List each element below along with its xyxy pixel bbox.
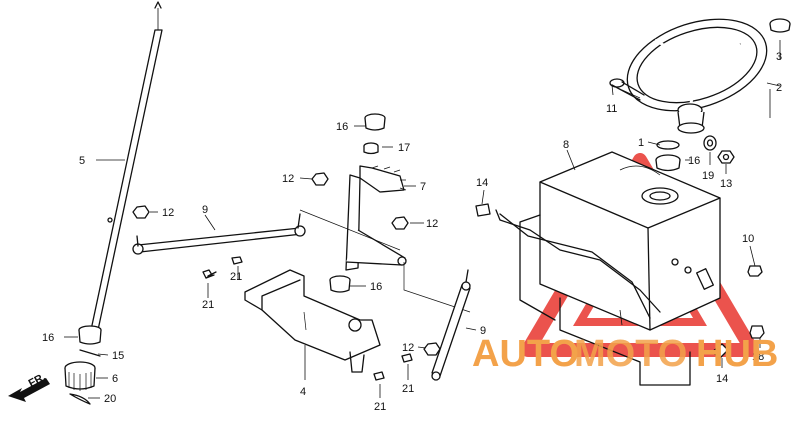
callout-3: 3: [776, 51, 782, 63]
callout-13: 13: [720, 178, 732, 190]
spacer-17: [363, 142, 379, 155]
callout-2: 2: [776, 82, 782, 94]
front-arrow-icon: [8, 378, 50, 402]
callout-7: 7: [420, 181, 426, 193]
front-direction-label: FR.: [27, 371, 48, 390]
callout-4: 4: [300, 386, 306, 398]
nut-12-upper: [311, 172, 329, 186]
pinion-gear: [64, 361, 96, 391]
watermark-text: AUTO MOTO HUB: [472, 333, 778, 375]
callout-11: 11: [606, 103, 617, 115]
bolt-21-d: [373, 371, 385, 381]
washer-19: [703, 135, 717, 151]
callout-17: 17: [398, 142, 410, 154]
tie-rod-left: [132, 213, 306, 255]
callout-21-c: 21: [402, 383, 414, 395]
callout-6: 6: [112, 373, 118, 385]
cotter-pin-20: [69, 393, 91, 405]
bolt-21-b: [231, 256, 243, 265]
bolt-10: [747, 265, 763, 277]
steering-wheel: [626, 18, 768, 134]
callout-21-b: 21: [230, 271, 242, 283]
callout-5: 5: [79, 155, 85, 167]
callout-15: 15: [112, 350, 124, 362]
bolt-11: [609, 78, 645, 101]
callout-18: 18: [752, 351, 764, 363]
nut-12-arm: [391, 216, 409, 230]
nut-13: [717, 150, 735, 164]
callout-12-left: 12: [162, 207, 174, 219]
clip-14-top: [475, 203, 491, 217]
watermark-moto: MOTO: [574, 333, 687, 375]
callout-16-shaft: 16: [42, 332, 54, 344]
callout-12-arm: 12: [426, 218, 438, 230]
clip-14-right: [711, 343, 729, 359]
watermark-auto: AUTO: [472, 333, 579, 375]
callout-12-upper: 12: [282, 173, 294, 185]
steering-shaft: [90, 1, 163, 331]
callout-10: 10: [742, 233, 754, 245]
callout-19: 19: [702, 170, 714, 182]
callout-16-top: 16: [336, 121, 348, 133]
steering-frame: [495, 151, 721, 386]
callout-14-top: 14: [476, 177, 488, 189]
callout-21-d: 21: [374, 401, 386, 413]
guide-lines: [299, 209, 471, 313]
arm-bushing-bottom: [329, 275, 351, 293]
bolt-21-c: [401, 353, 413, 363]
callout-16-arm: 16: [370, 281, 382, 293]
leader-lines: [64, 40, 781, 399]
callout-20: 20: [104, 393, 116, 405]
callout-16-col: 16: [688, 155, 700, 167]
shaft-bushing: [78, 325, 102, 345]
bolt-21-a: [202, 269, 217, 279]
wheel-cap: [769, 18, 791, 33]
nut-12-left: [132, 205, 150, 219]
callout-12-lower: 12: [402, 342, 414, 354]
nut-12-lower: [423, 342, 441, 356]
arm-bushing-top: [364, 113, 386, 131]
callout-9-right: 9: [480, 325, 486, 337]
pin-15: [79, 349, 101, 357]
sector-arm: [345, 165, 407, 271]
column-bushing: [655, 140, 681, 172]
callout-8: 8: [563, 139, 569, 151]
callout-9-left: 9: [202, 204, 208, 216]
bracket-4: [244, 269, 381, 373]
tie-rod-right: [431, 269, 471, 381]
watermark-hub: HUB: [696, 333, 778, 375]
callout-21-a: 21: [202, 299, 214, 311]
callout-14-right: 14: [716, 373, 728, 385]
callout-1: 1: [638, 137, 644, 149]
callout-labels: 5 12 9 16 17 12 7 12 16 9 4 21 21 21 21 …: [27, 51, 783, 413]
